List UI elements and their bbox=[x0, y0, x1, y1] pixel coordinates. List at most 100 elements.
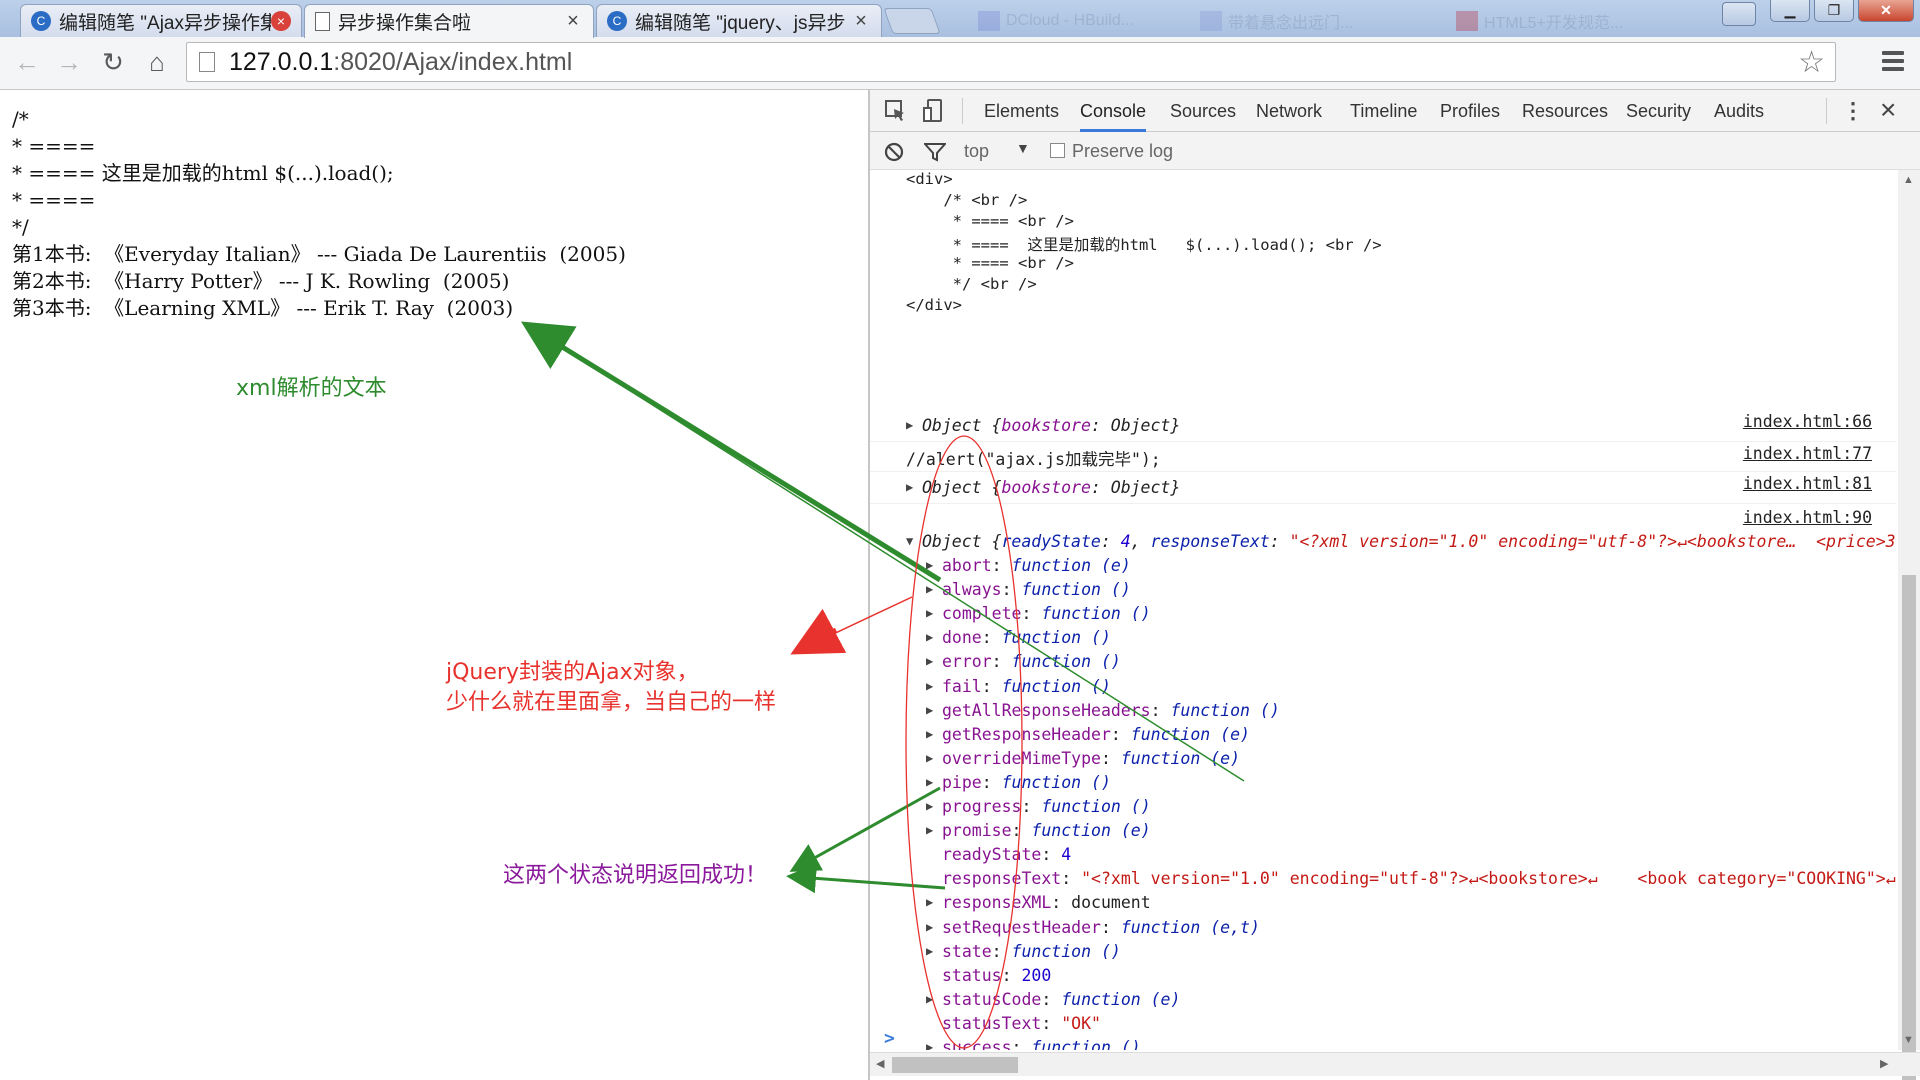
property-separator: : bbox=[1110, 724, 1131, 744]
scroll-thumb[interactable] bbox=[892, 1057, 1018, 1073]
devtools-tab-resources[interactable]: Resources bbox=[1522, 101, 1609, 121]
source-link[interactable]: index.html:66 bbox=[1742, 412, 1872, 431]
expand-triangle-icon[interactable]: ▶ bbox=[926, 606, 934, 621]
expand-triangle-icon[interactable]: ▶ bbox=[926, 823, 934, 838]
devtools-tab-elements[interactable]: Elements bbox=[984, 101, 1060, 121]
scroll-up-icon[interactable]: ▲ bbox=[1903, 174, 1914, 186]
window-controls: ▁ ❐ ✕ bbox=[1722, 0, 1914, 26]
more-options-icon[interactable]: ⋮ bbox=[1842, 98, 1864, 123]
devtools-tab-profiles[interactable]: Profiles bbox=[1440, 101, 1501, 121]
expand-triangle-icon[interactable]: ▶ bbox=[926, 1040, 934, 1050]
blog-logo-icon: C bbox=[31, 11, 51, 31]
bookmark-star-icon[interactable]: ☆ bbox=[1798, 46, 1825, 79]
divider bbox=[962, 98, 963, 124]
xhr-object-summary[interactable]: Object {readyState: 4, responseText: "<?… bbox=[922, 532, 1896, 551]
inspect-element-icon[interactable] bbox=[884, 99, 908, 123]
preserve-log-checkbox[interactable] bbox=[1050, 143, 1065, 158]
filter-icon[interactable] bbox=[924, 142, 946, 162]
tab-edit-jquery[interactable]: C 编辑随笔 "jquery、js异步 × bbox=[596, 4, 882, 37]
expand-triangle-icon[interactable]: ▶ bbox=[926, 726, 934, 741]
property-value: function () bbox=[1041, 604, 1151, 624]
address-bar[interactable]: 127.0.0.1 :8020/Ajax/index.html ☆ bbox=[186, 42, 1836, 82]
property-separator: : bbox=[991, 941, 1012, 961]
new-tab-button[interactable] bbox=[883, 8, 941, 34]
context-selector[interactable]: top bbox=[964, 141, 990, 161]
page-text-line: 第1本书: 《Everyday Italian》 --- Giada De La… bbox=[12, 242, 626, 266]
object-summary[interactable]: Object {bookstore: Object} bbox=[922, 478, 1180, 497]
scroll-thumb[interactable] bbox=[1902, 575, 1916, 1080]
expand-triangle-icon[interactable]: ▶ bbox=[926, 630, 934, 645]
expand-triangle-icon[interactable]: ▶ bbox=[926, 774, 934, 789]
devtools-tab-security[interactable]: Security bbox=[1626, 101, 1692, 121]
console-prompt[interactable]: > bbox=[884, 1028, 895, 1049]
menu-icon[interactable] bbox=[1882, 51, 1904, 75]
reload-icon[interactable]: ↻ bbox=[102, 47, 124, 77]
property-value: function () bbox=[1001, 628, 1111, 648]
console-message: //alert("ajax.js加载完毕"); index.html:77 bbox=[870, 442, 1896, 472]
close-tab-icon[interactable]: × bbox=[271, 11, 291, 31]
vertical-scrollbar[interactable]: ▲ ▼ bbox=[1898, 170, 1920, 1080]
close-devtools-icon[interactable]: × bbox=[1880, 94, 1897, 125]
close-tab-icon[interactable]: × bbox=[567, 10, 579, 32]
expand-triangle-icon[interactable]: ▶ bbox=[906, 418, 914, 432]
clear-console-icon[interactable] bbox=[884, 142, 904, 162]
devtools-tab-console[interactable]: Console bbox=[1080, 90, 1147, 132]
back-arrow-icon[interactable]: ← bbox=[14, 47, 40, 77]
devtools-tab-timeline[interactable]: Timeline bbox=[1350, 101, 1418, 121]
collapse-triangle-icon[interactable]: ▼ bbox=[906, 534, 914, 548]
close-tab-icon[interactable]: × bbox=[855, 9, 867, 32]
property-value: "<?xml version="1.0" encoding="utf-8"?>↵… bbox=[1081, 869, 1896, 889]
expand-triangle-icon[interactable]: ▶ bbox=[926, 654, 934, 669]
source-link[interactable]: index.html:90 bbox=[1742, 508, 1872, 527]
property-separator: : bbox=[1100, 917, 1121, 937]
expand-triangle-icon[interactable]: ▶ bbox=[926, 582, 934, 597]
expand-triangle-icon[interactable]: ▶ bbox=[926, 750, 934, 765]
source-link[interactable]: index.html:77 bbox=[1742, 444, 1872, 463]
user-profile-icon[interactable] bbox=[1722, 2, 1756, 26]
expand-triangle-icon[interactable]: ▶ bbox=[926, 799, 934, 813]
expand-triangle-icon[interactable]: ▶ bbox=[926, 678, 934, 693]
expand-triangle-icon[interactable]: ▶ bbox=[926, 558, 934, 572]
scroll-down-icon[interactable]: ▼ bbox=[1903, 1034, 1914, 1046]
object-value: : Object} bbox=[1090, 478, 1181, 497]
property-key: responseText bbox=[942, 869, 1062, 889]
xhr-object-entry: index.html:90 ▼ Object {readyState: 4, r… bbox=[870, 504, 1896, 1050]
horizontal-scrollbar[interactable]: ◀ ▶ bbox=[870, 1052, 1920, 1076]
scroll-left-icon[interactable]: ◀ bbox=[876, 1058, 885, 1070]
property-key: success bbox=[942, 1038, 1012, 1050]
devtools-tab-network[interactable]: Network bbox=[1256, 101, 1323, 121]
property-separator: : bbox=[1041, 1013, 1062, 1033]
object-summary[interactable]: Object {bookstore: Object} bbox=[922, 416, 1180, 435]
annotation-status-note: 这两个状态说明返回成功！ bbox=[503, 863, 768, 888]
tab-title: 编辑随笔 "jquery、js异步 bbox=[635, 12, 846, 34]
tab-async-collection[interactable]: 异步操作集合啦 × bbox=[304, 4, 594, 38]
expand-triangle-icon[interactable]: ▶ bbox=[926, 702, 934, 717]
forward-arrow-icon[interactable]: → bbox=[56, 47, 82, 77]
chevron-down-icon[interactable]: ▼ bbox=[1016, 140, 1030, 156]
page-text-line: /* bbox=[12, 107, 29, 131]
expand-triangle-icon[interactable]: ▶ bbox=[926, 943, 934, 958]
property-key: always bbox=[942, 580, 1002, 600]
expand-triangle-icon[interactable]: ▶ bbox=[926, 895, 934, 910]
maximize-button[interactable]: ❐ bbox=[1814, 0, 1854, 22]
device-mode-icon[interactable] bbox=[922, 99, 946, 123]
devtools-tab-sources[interactable]: Sources bbox=[1170, 101, 1237, 121]
property-value: 200 bbox=[1021, 965, 1052, 985]
expand-triangle-icon[interactable]: ▶ bbox=[906, 480, 914, 494]
property-key: fail bbox=[942, 676, 982, 696]
devtools-tab-audits[interactable]: Audits bbox=[1714, 101, 1765, 121]
page-text-line: * ==== bbox=[12, 188, 96, 212]
property-value: function (e) bbox=[1130, 724, 1250, 744]
minimize-button[interactable]: ▁ bbox=[1770, 0, 1810, 22]
property-value: function () bbox=[1041, 797, 1151, 816]
close-window-button[interactable]: ✕ bbox=[1858, 0, 1914, 22]
expand-triangle-icon[interactable]: ▶ bbox=[926, 991, 934, 1006]
tab-edit-ajax[interactable]: C 编辑随笔 "Ajax异步操作集 × bbox=[20, 4, 302, 37]
scroll-right-icon[interactable]: ▶ bbox=[1880, 1058, 1889, 1070]
property-separator: : bbox=[1150, 700, 1171, 720]
expand-triangle-icon[interactable]: ▶ bbox=[926, 919, 934, 934]
home-icon[interactable]: ⌂ bbox=[149, 47, 165, 77]
property-key: getAllResponseHeaders bbox=[942, 700, 1151, 720]
source-link[interactable]: index.html:81 bbox=[1742, 474, 1872, 493]
property-value: function () bbox=[1011, 652, 1121, 672]
